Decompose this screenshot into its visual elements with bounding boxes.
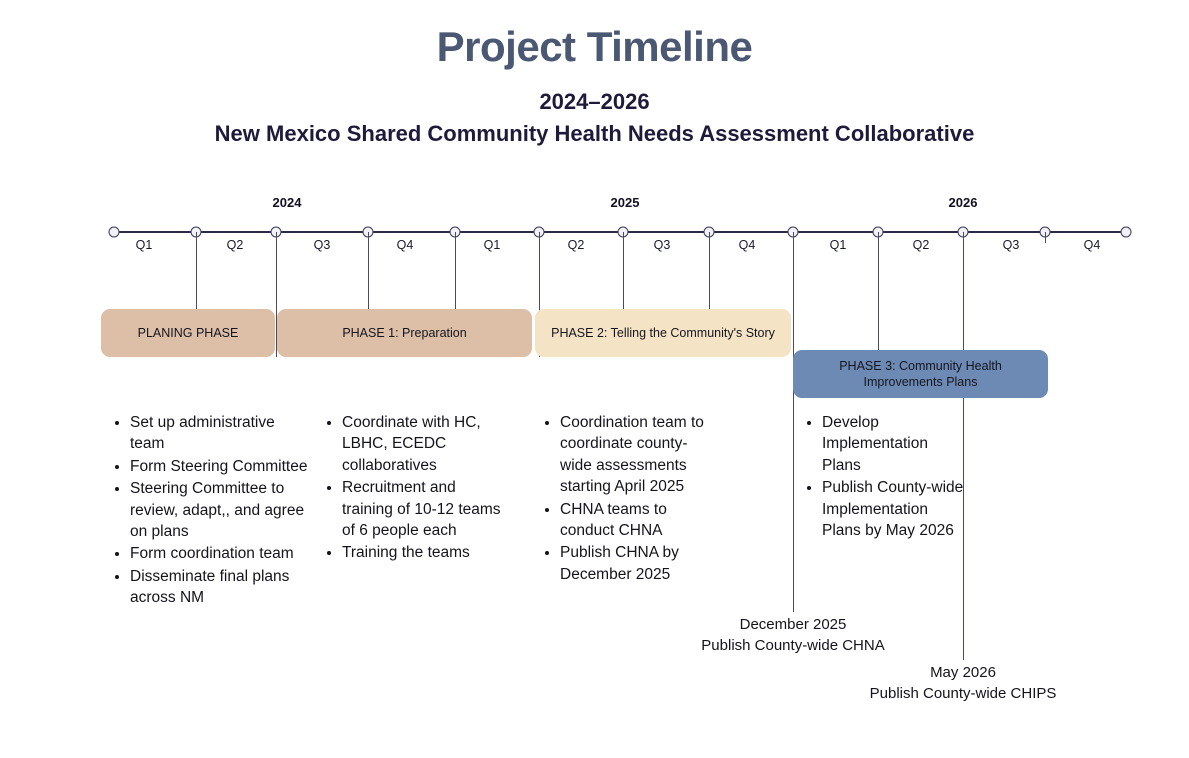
list-item: Recruitment and training of 10-12 teams … bbox=[342, 477, 510, 541]
list-item: Set up administrative team bbox=[130, 412, 308, 455]
timeline-tick-marker-12 bbox=[1120, 226, 1132, 238]
quarter-label-2: Q3 bbox=[313, 238, 331, 252]
list-item: Training the teams bbox=[342, 542, 510, 563]
quarter-label-6: Q3 bbox=[653, 238, 671, 252]
list-item: Steering Committee to review, adapt,, an… bbox=[130, 478, 308, 542]
timeline-connector-line-6 bbox=[709, 232, 711, 357]
phase-bar-label-3: PHASE 2: Telling the Community's Story bbox=[551, 325, 775, 340]
timeline-connector-line-10 bbox=[1045, 232, 1047, 243]
timeline-connector-line-2 bbox=[368, 232, 370, 357]
page-subtitle: New Mexico Shared Community Health Needs… bbox=[214, 120, 975, 146]
quarter-label-1: Q2 bbox=[226, 238, 244, 252]
list-item: Develop Implementation Plans bbox=[822, 412, 965, 476]
bullet-list: Develop Implementation PlansPublish Coun… bbox=[800, 412, 965, 541]
phase-bullet-column-3: Coordination team to coordinate county-w… bbox=[538, 412, 718, 586]
year-range-label: 2024–2026 bbox=[539, 89, 650, 115]
bullet-list: Coordinate with HC, LBHC, ECEDC collabor… bbox=[320, 412, 510, 564]
timeline-connector-line-8 bbox=[878, 232, 880, 398]
page-header: Project Timeline 2024–2026 New Mexico Sh… bbox=[0, 23, 1189, 147]
phase-bar-label-4: PHASE 3: Community Health Improvements P… bbox=[839, 358, 1002, 389]
timeline-connector-line-4 bbox=[539, 232, 541, 357]
phase-bar-2[interactable]: PHASE 1: Preparation bbox=[277, 309, 532, 357]
year-label-2025: 2025 bbox=[610, 195, 640, 210]
quarter-label-11: Q4 bbox=[1083, 238, 1101, 252]
milestone-date: December 2025 bbox=[739, 616, 847, 633]
list-item: Publish CHNA by December 2025 bbox=[560, 542, 718, 585]
phase-bullet-column-4: Develop Implementation PlansPublish Coun… bbox=[800, 412, 965, 542]
year-label-2024: 2024 bbox=[272, 195, 302, 210]
list-item: Coordination team to coordinate county-w… bbox=[560, 412, 718, 498]
quarter-label-5: Q2 bbox=[567, 238, 585, 252]
phase-bar-3[interactable]: PHASE 2: Telling the Community's Story bbox=[535, 309, 791, 357]
phase-bar-label-1: PLANING PHASE bbox=[137, 325, 239, 340]
timeline-connector-line-5 bbox=[623, 232, 625, 357]
phase-bar-4[interactable]: PHASE 3: Community Health Improvements P… bbox=[793, 350, 1048, 398]
quarter-label-10: Q3 bbox=[1002, 238, 1020, 252]
quarter-label-3: Q4 bbox=[396, 238, 414, 252]
milestone-description: Publish County-wide CHNA bbox=[701, 637, 885, 655]
quarter-label-4: Q1 bbox=[483, 238, 501, 252]
phase-bar-label-2: PHASE 1: Preparation bbox=[342, 325, 467, 340]
page-title: Project Timeline bbox=[436, 23, 753, 70]
list-item: Form Steering Committee bbox=[130, 456, 308, 477]
quarter-label-8: Q1 bbox=[829, 238, 847, 252]
timeline-connector-line-3 bbox=[455, 232, 457, 357]
year-label-2026: 2026 bbox=[948, 195, 978, 210]
list-item: CHNA teams to conduct CHNA bbox=[560, 499, 718, 542]
milestone-description: Publish County-wide CHIPS bbox=[869, 685, 1057, 703]
timeline-connector-line-9 bbox=[963, 232, 965, 660]
phase-bullet-column-2: Coordinate with HC, LBHC, ECEDC collabor… bbox=[320, 412, 510, 565]
list-item: Form coordination team bbox=[130, 543, 308, 564]
bullet-list: Coordination team to coordinate county-w… bbox=[538, 412, 718, 585]
quarter-label-7: Q4 bbox=[738, 238, 756, 252]
timeline-tick-marker-0 bbox=[108, 226, 120, 238]
phase-bullet-column-1: Set up administrative teamForm Steering … bbox=[108, 412, 308, 609]
timeline-connector-line-0 bbox=[196, 232, 198, 357]
milestone-date: May 2026 bbox=[930, 664, 996, 681]
list-item: Coordinate with HC, LBHC, ECEDC collabor… bbox=[342, 412, 510, 476]
timeline-connector-line-1 bbox=[276, 232, 278, 357]
list-item: Disseminate final plans across NM bbox=[130, 566, 308, 609]
quarter-label-9: Q2 bbox=[912, 238, 930, 252]
timeline-connector-line-7 bbox=[793, 232, 795, 612]
phase-bar-1[interactable]: PLANING PHASE bbox=[101, 309, 275, 357]
list-item: Publish County-wide Implementation Plans… bbox=[822, 477, 965, 541]
bullet-list: Set up administrative teamForm Steering … bbox=[108, 412, 308, 608]
quarter-label-0: Q1 bbox=[135, 238, 153, 252]
